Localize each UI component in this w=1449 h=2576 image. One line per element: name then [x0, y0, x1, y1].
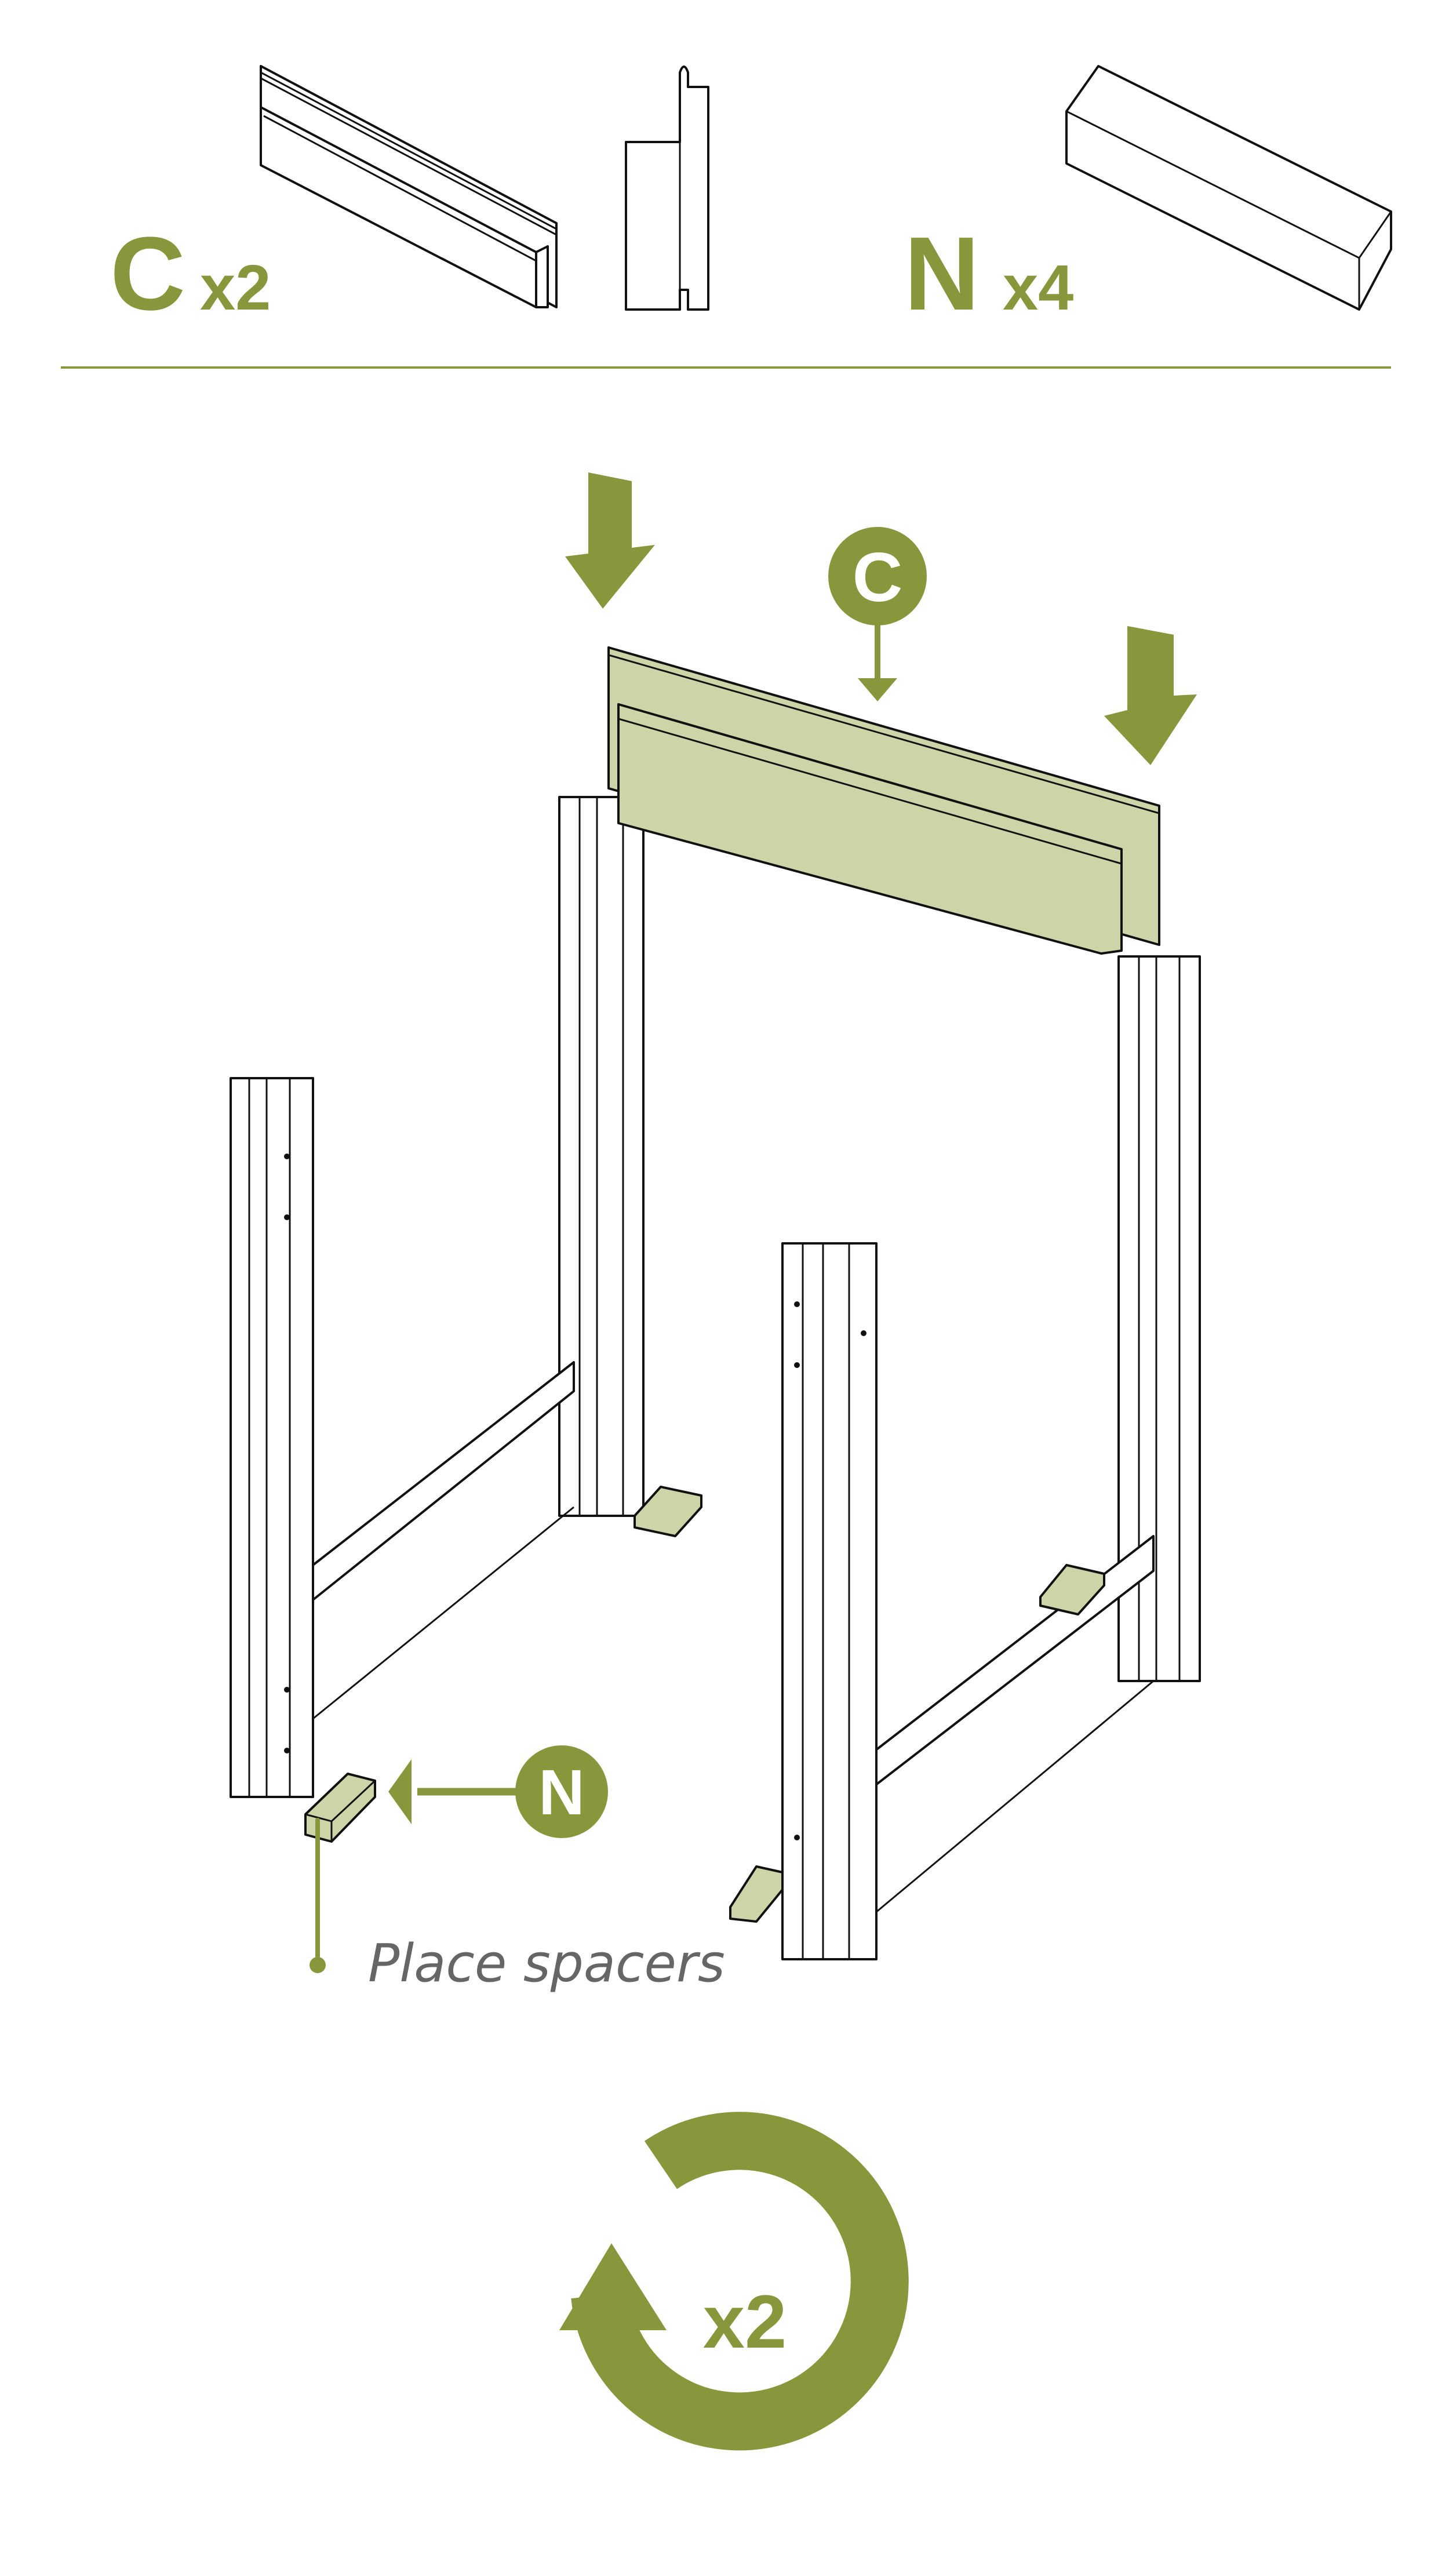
part-c-letter: C: [110, 216, 185, 332]
post-left-back: [558, 796, 645, 1517]
spacer-back-left: [634, 1486, 702, 1537]
part-c-quantity: x2: [200, 252, 271, 323]
part-n-letter: N: [904, 216, 980, 332]
bottom-rail-right: [874, 1535, 1155, 1914]
callout-n-label: N: [538, 1757, 584, 1828]
arrow-down-right-icon: [1104, 626, 1197, 765]
post-right-front: [781, 1242, 878, 1960]
spacer-n-illustration: [1065, 65, 1392, 311]
callout-n: N: [388, 1745, 608, 1838]
arrow-down-left-icon: [565, 472, 655, 609]
callout-c-label: C: [853, 539, 903, 616]
repeat-count: x2: [703, 2279, 787, 2364]
spacer-back-right: [1039, 1564, 1105, 1616]
part-n-header: N x4: [904, 65, 1392, 332]
panel-c-illustration: [260, 65, 558, 308]
place-spacers-note: Place spacers: [310, 1818, 725, 1994]
part-c-header: C x2: [110, 65, 709, 332]
panel-profile-illustration: [625, 66, 709, 311]
callout-c: C: [828, 527, 927, 701]
post-left-front: [230, 1077, 314, 1798]
part-n-quantity: x4: [1003, 252, 1073, 323]
spacer-front-right: [729, 1865, 784, 1923]
repeat-icon: x2: [559, 2112, 909, 2451]
bottom-rail-left: [312, 1361, 575, 1720]
panel-c-highlighted: [607, 646, 1160, 955]
spacer-front-left: [304, 1773, 376, 1843]
instruction-text: Place spacers: [368, 1933, 725, 1994]
